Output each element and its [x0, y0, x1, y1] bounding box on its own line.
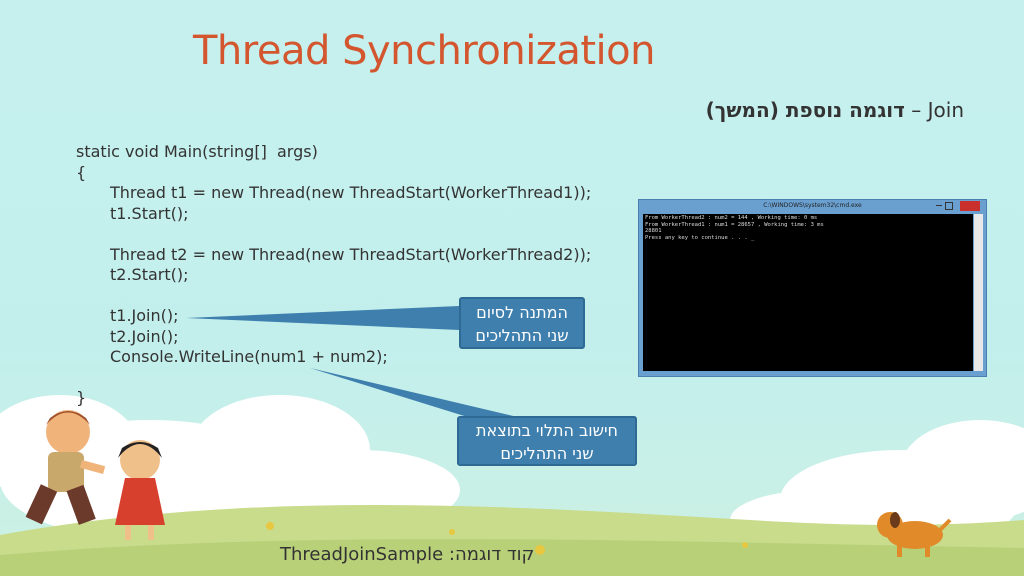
callout-text: חישוב התלוי בתוצאת: [476, 421, 618, 440]
callout-text: המתנה לסיום: [476, 303, 568, 322]
close-icon[interactable]: [960, 201, 980, 211]
grass-front: [0, 539, 1024, 576]
code-line: t2.Start();: [110, 265, 189, 284]
console-title: C:\WINDOWS\system32\cmd.exe: [763, 202, 862, 209]
footer-sample: ThreadJoinSample קוד דוגמה:: [280, 544, 534, 565]
maximize-icon[interactable]: [945, 202, 953, 210]
code-line: [76, 368, 591, 389]
girl-figure: [115, 440, 165, 540]
dog-figure: [877, 512, 952, 557]
minimize-icon[interactable]: [936, 205, 942, 206]
code-line: Thread t1 = new Thread(new ThreadStart(W…: [110, 183, 592, 202]
subtitle-hebrew: דוגמה נוספת (המשך): [705, 98, 905, 122]
code-line: Console.WriteLine(num1 + num2);: [110, 347, 388, 366]
flower-decor: [266, 522, 748, 555]
code-line: t1.Start();: [110, 203, 189, 223]
code-block: static void Main(string[] args) { Thread…: [76, 142, 591, 409]
code-line: Thread t2 = new Thread(new ThreadStart(W…: [110, 244, 592, 264]
code-line: {: [76, 162, 87, 182]
code-line: }: [76, 388, 87, 407]
slide-subtitle: דוגמה נוספת (המשך) – Join: [706, 98, 964, 122]
slide-title: Thread Synchronization: [193, 28, 655, 74]
footer-project-name: ThreadJoinSample: [280, 544, 444, 565]
console-window: C:\WINDOWS\system32\cmd.exe From WorkerT…: [638, 199, 987, 377]
callout-text: שני התהליכים: [500, 444, 594, 463]
callout-text: שני התהליכים: [475, 326, 569, 345]
callout1-pointer: [186, 306, 459, 330]
callout-compute-result: חישוב התלוי בתוצאת שני התהליכים: [457, 416, 637, 466]
code-line: t2.Join();: [110, 326, 179, 346]
boy-figure: [25, 410, 106, 525]
subtitle-join: Join: [927, 98, 964, 122]
callout2-pointer: [310, 368, 530, 424]
footer-label: קוד דוגמה:: [448, 544, 535, 565]
console-scrollbar[interactable]: [974, 214, 983, 371]
console-output: From WorkerThread2 : num2 = 144 , Workin…: [643, 214, 973, 371]
subtitle-dash: –: [904, 98, 928, 122]
callout-wait-join: המתנה לסיום שני התהליכים: [459, 297, 585, 349]
code-line: [76, 224, 591, 245]
code-line: t1.Join();: [110, 306, 179, 325]
code-line: static void Main(string[] args): [76, 142, 318, 161]
